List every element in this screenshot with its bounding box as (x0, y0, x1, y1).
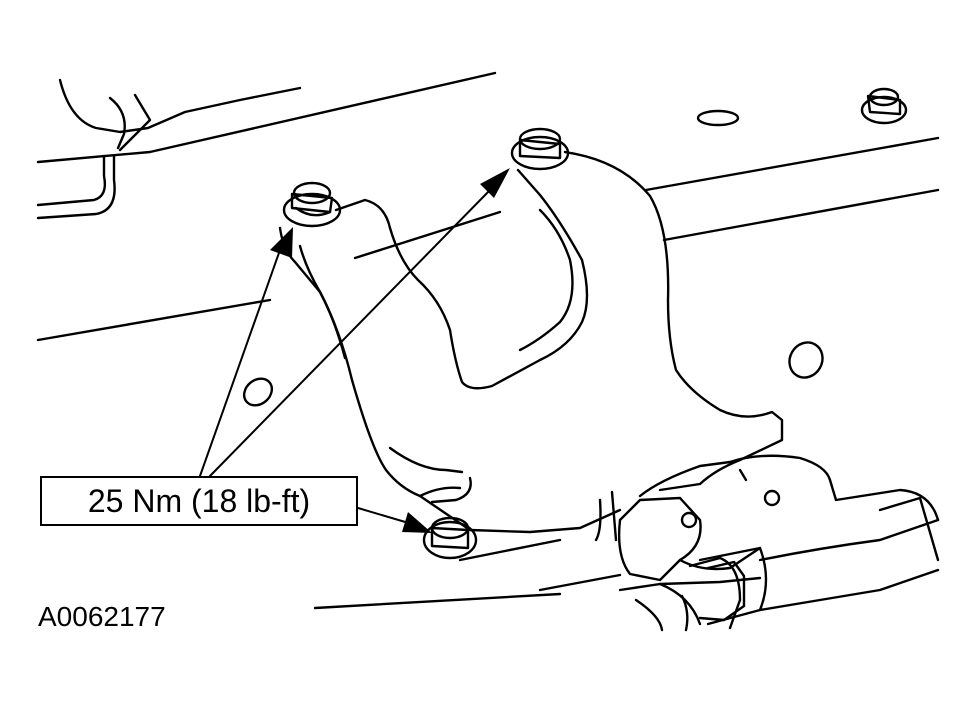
frame-rails (36, 136, 940, 610)
torque-leader-lines (199, 189, 491, 525)
lower-assembly (617, 454, 940, 632)
torque-callout-label: 25 Nm (18 lb-ft) (87, 482, 311, 519)
bolt-upper-center (510, 127, 570, 171)
bolt-far-right (860, 87, 908, 125)
figure-id-label: A0062177 (38, 601, 166, 632)
upper-housing (36, 71, 497, 220)
bolt-lower (422, 516, 478, 560)
mounting-bracket (242, 109, 824, 542)
torque-callout-box: 25 Nm (18 lb-ft) (40, 476, 358, 526)
arrowheads (270, 168, 510, 533)
bolt-upper-left (282, 181, 342, 228)
